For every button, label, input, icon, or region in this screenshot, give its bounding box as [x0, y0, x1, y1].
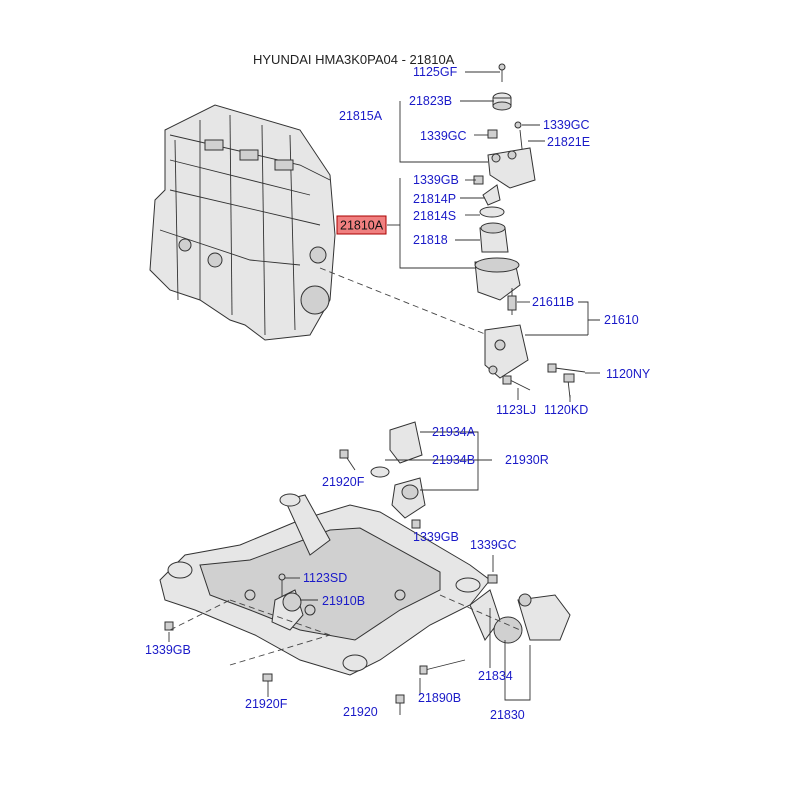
diagram-title: HYUNDAI HMA3K0PA04 - 21810A: [253, 52, 455, 67]
label-21611B[interactable]: 21611B: [532, 295, 574, 309]
label-1339GC-b[interactable]: 1339GC: [543, 118, 590, 132]
label-21814S[interactable]: 21814S: [413, 209, 456, 223]
label-21821E[interactable]: 21821E: [547, 135, 590, 149]
label-21818[interactable]: 21818: [413, 233, 448, 247]
label-21834[interactable]: 21834: [478, 669, 513, 683]
label-21890B[interactable]: 21890B: [418, 691, 461, 705]
upper-leader-lines: [387, 71, 600, 402]
label-1125GF[interactable]: 1125GF: [413, 65, 458, 79]
label-21934B[interactable]: 21934B: [432, 453, 475, 467]
label-1339GC-c[interactable]: 1339GC: [470, 538, 517, 552]
subframe: [159, 493, 491, 676]
label-21910B[interactable]: 21910B: [322, 594, 365, 608]
part-labels: 1125GF 21823B 21815A 1339GC 1339GC 21821…: [145, 65, 651, 722]
label-1339GB-c[interactable]: 1339GB: [145, 643, 191, 657]
engine-mount-assembly: [473, 63, 586, 399]
label-1339GB-b[interactable]: 1339GB: [413, 530, 459, 544]
label-21920[interactable]: 21920: [343, 705, 378, 719]
transmission-mount-assembly: [339, 421, 492, 529]
label-21810A[interactable]: 21810A: [340, 219, 384, 233]
rear-mount-assembly: [395, 555, 571, 715]
label-21815A[interactable]: 21815A: [339, 109, 383, 123]
label-1339GC-a[interactable]: 1339GC: [420, 129, 467, 143]
label-1339GB-a[interactable]: 1339GB: [413, 173, 459, 187]
label-21930R[interactable]: 21930R: [505, 453, 549, 467]
label-21830[interactable]: 21830: [490, 708, 525, 722]
label-21814P[interactable]: 21814P: [413, 192, 456, 206]
highlight-box[interactable]: [336, 215, 387, 235]
label-21920F-a[interactable]: 21920F: [322, 475, 365, 489]
label-1123SD[interactable]: 1123SD: [303, 571, 347, 585]
label-21920F-b[interactable]: 21920F: [245, 697, 288, 711]
label-1120KD[interactable]: 1120KD: [544, 403, 588, 417]
label-1123LJ[interactable]: 1123LJ: [496, 403, 536, 417]
label-21934A[interactable]: 21934A: [432, 425, 476, 439]
front-mount-assembly: [164, 573, 331, 697]
label-21823B[interactable]: 21823B: [409, 94, 452, 108]
engine-mount-guide-line: [319, 267, 521, 349]
engine-block: [149, 104, 336, 341]
label-1120NY[interactable]: 1120NY: [606, 367, 651, 381]
label-21610[interactable]: 21610: [604, 313, 639, 327]
